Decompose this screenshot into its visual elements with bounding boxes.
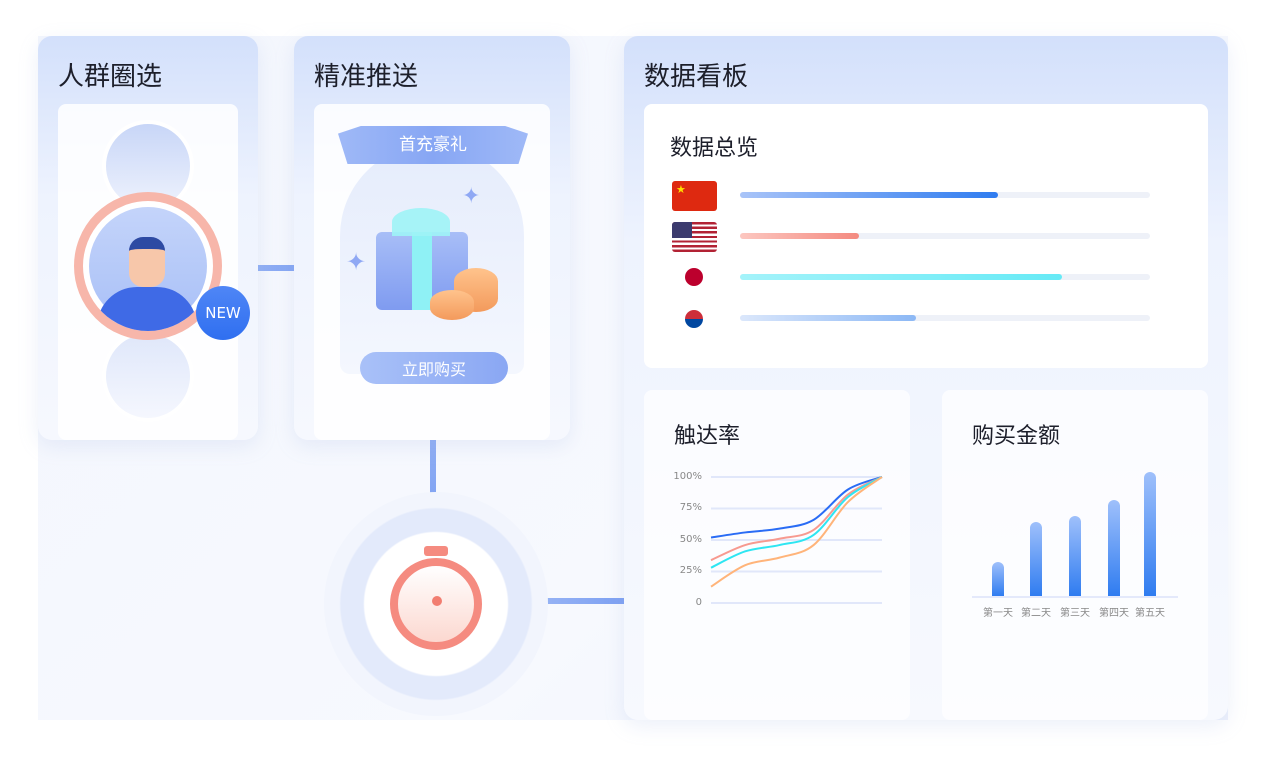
panel-title: 数据看板 (644, 62, 749, 92)
bar-5 (1144, 472, 1156, 596)
x-tick-label: 第五天 (1135, 608, 1165, 619)
bar-3 (1069, 516, 1081, 596)
sparkle-icon: ✦ (462, 184, 481, 209)
y-tick-label: 25% (679, 565, 702, 576)
audience-panel: 人群圈选 NEW (38, 36, 258, 440)
usa-flag-icon (672, 222, 717, 252)
overview-title: 数据总览 (670, 136, 759, 161)
bar-2 (1030, 522, 1042, 596)
panel-title: 人群圈选 (58, 62, 163, 92)
new-badge: NEW (196, 286, 250, 340)
line-series-blue (710, 476, 883, 539)
gift-bow-icon (392, 208, 450, 236)
progress-bar-usa (740, 233, 1150, 239)
progress-bar-japan (740, 274, 1150, 280)
progress-bar-korea (740, 315, 1150, 321)
coins-icon (430, 290, 474, 320)
x-axis (972, 596, 1178, 598)
y-tick-label: 50% (679, 534, 702, 545)
purchase-amount-title: 购买金额 (972, 424, 1061, 449)
japan-flag-icon (672, 262, 717, 292)
progress-bar-china (740, 192, 1150, 198)
panel-title: 精准推送 (314, 62, 419, 92)
x-tick-label: 第三天 (1060, 608, 1090, 619)
audience-card: NEW (58, 104, 250, 440)
connector (225, 265, 315, 271)
push-card: 首充豪礼 ✦ ✦ 立即购买 (314, 104, 550, 440)
y-tick-label: 0 (695, 597, 702, 608)
y-tick-label: 75% (679, 502, 702, 513)
line-series-red (710, 476, 883, 562)
bar-1 (992, 562, 1004, 596)
china-flag-icon: ★ (672, 181, 717, 211)
line-series-orange (710, 476, 883, 588)
stopwatch-icon (390, 558, 482, 650)
korea-flag-icon (672, 304, 717, 334)
connector (520, 598, 626, 604)
user-silhouette-icon (102, 330, 194, 422)
gift-box-icon (376, 232, 468, 310)
buy-now-button[interactable]: 立即购买 (360, 352, 508, 384)
reach-rate-title: 触达率 (674, 424, 741, 449)
bar-4 (1108, 500, 1120, 596)
reach-rate-card (644, 390, 910, 720)
y-tick-label: 100% (673, 471, 702, 482)
x-tick-label: 第二天 (1021, 608, 1051, 619)
connector (430, 380, 436, 520)
x-tick-label: 第一天 (983, 608, 1013, 619)
push-panel: 精准推送 首充豪礼 ✦ ✦ 立即购买 (294, 36, 570, 440)
stopwatch-crown (424, 546, 448, 556)
x-tick-label: 第四天 (1099, 608, 1129, 619)
line-series-cyan (710, 476, 883, 569)
ribbon-banner: 首充豪礼 (338, 126, 528, 164)
sparkle-icon: ✦ (346, 248, 367, 276)
